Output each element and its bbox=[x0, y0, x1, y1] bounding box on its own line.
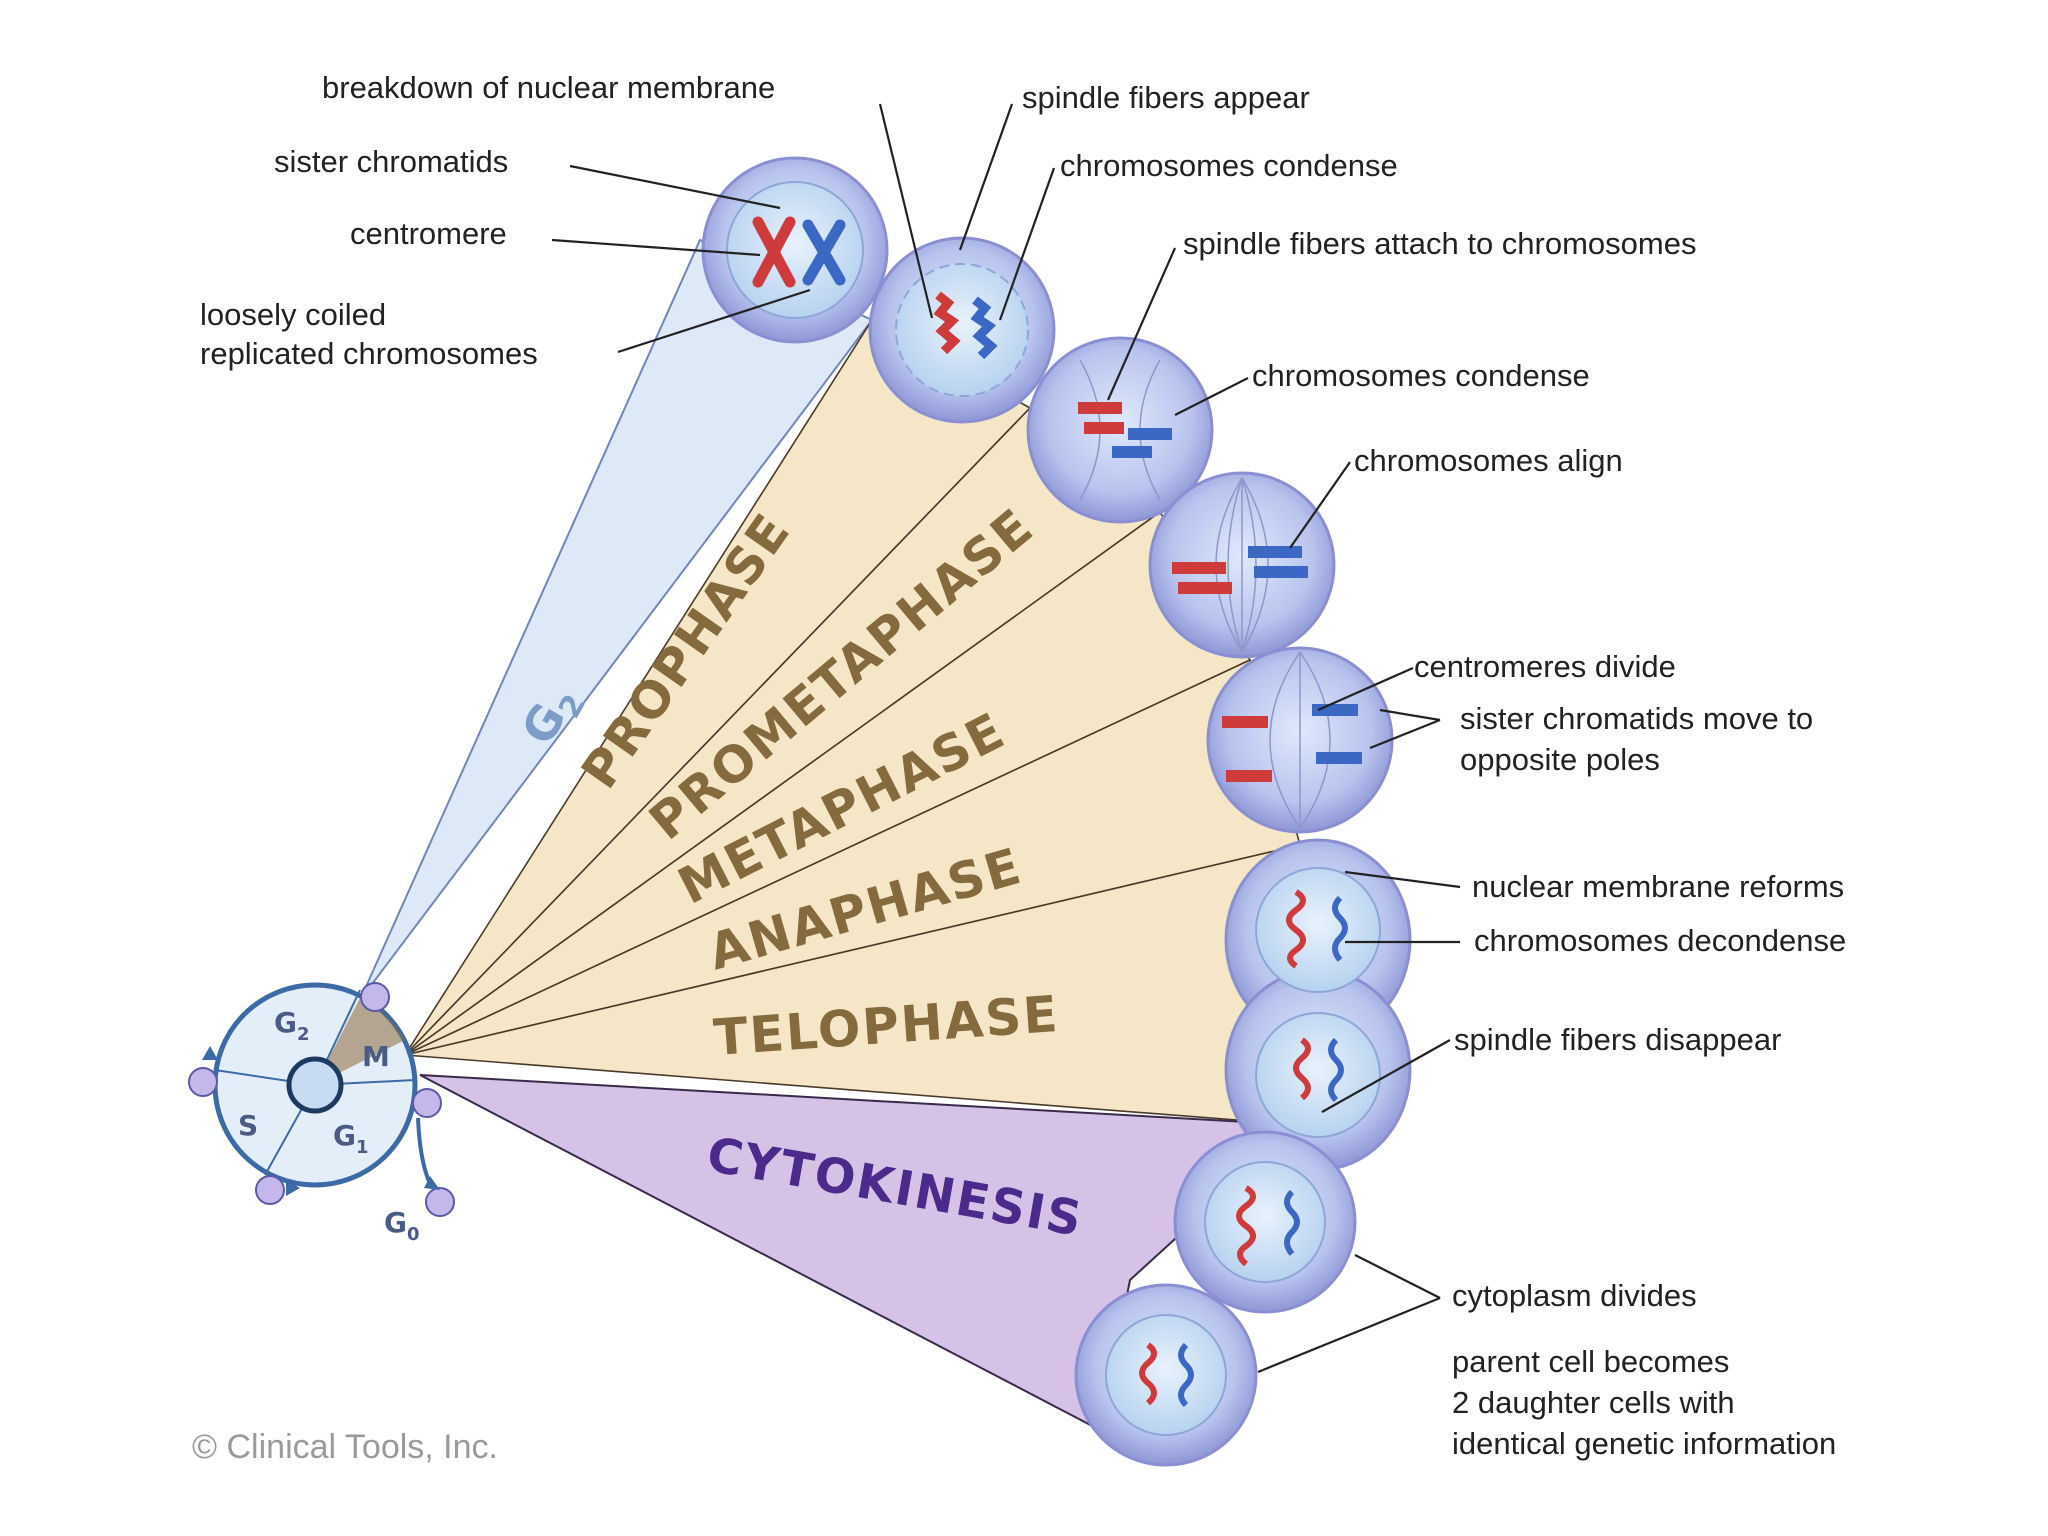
label-nuclear-membrane-reforms: nuclear membrane reforms bbox=[1472, 869, 1844, 904]
prometaphase-cell bbox=[1026, 336, 1214, 524]
cycle-g1-label: G1 bbox=[333, 1119, 369, 1158]
leader-lines bbox=[551, 103, 1461, 1374]
cycle-g0-label: G0 bbox=[384, 1206, 420, 1245]
daughter-cell-2 bbox=[1074, 1283, 1258, 1467]
label-parent-cell-3: identical genetic information bbox=[1452, 1426, 1836, 1461]
label-sister-chromatids: sister chromatids bbox=[274, 144, 508, 179]
cycle-s-label: S bbox=[238, 1109, 258, 1142]
metaphase-cell bbox=[1148, 471, 1336, 659]
label-centromeres-divide: centromeres divide bbox=[1414, 649, 1676, 684]
telophase-cell bbox=[1224, 838, 1412, 1172]
label-breakdown-nuclear-membrane: breakdown of nuclear membrane bbox=[322, 70, 775, 105]
label-spindle-fibers-attach: spindle fibers attach to chromosomes bbox=[1183, 226, 1696, 261]
label-opposite-poles: opposite poles bbox=[1460, 742, 1660, 777]
cytokinesis-wedge bbox=[419, 1074, 1303, 1432]
copyright-text: © Clinical Tools, Inc. bbox=[192, 1428, 498, 1466]
label-parent-cell-2: 2 daughter cells with bbox=[1452, 1385, 1735, 1420]
label-loosely-coiled: loosely coiled bbox=[200, 297, 386, 332]
label-chromosomes-condense-1: chromosomes condense bbox=[1060, 148, 1398, 183]
g2-cell bbox=[701, 156, 889, 344]
cycle-g2-label: G2 bbox=[274, 1006, 310, 1045]
label-spindle-fibers-appear: spindle fibers appear bbox=[1022, 80, 1310, 115]
label-parent-cell-1: parent cell becomes bbox=[1452, 1344, 1729, 1379]
label-chromosomes-align: chromosomes align bbox=[1354, 443, 1623, 478]
label-sister-chromatids-move: sister chromatids move to bbox=[1460, 701, 1813, 736]
label-cytoplasm-divides: cytoplasm divides bbox=[1452, 1278, 1697, 1313]
cell-cycle-wheel bbox=[188, 982, 455, 1217]
label-centromere: centromere bbox=[350, 216, 507, 251]
label-replicated-chromosomes: replicated chromosomes bbox=[200, 336, 538, 371]
daughter-cell-1 bbox=[1173, 1130, 1357, 1314]
prophase-cell bbox=[868, 236, 1056, 424]
anaphase-cell bbox=[1206, 646, 1394, 834]
label-chromosomes-condense-2: chromosomes condense bbox=[1252, 358, 1590, 393]
cycle-m-label: M bbox=[362, 1040, 390, 1073]
label-chromosomes-decondense: chromosomes decondense bbox=[1474, 923, 1846, 958]
label-spindle-fibers-disappear: spindle fibers disappear bbox=[1454, 1022, 1781, 1057]
